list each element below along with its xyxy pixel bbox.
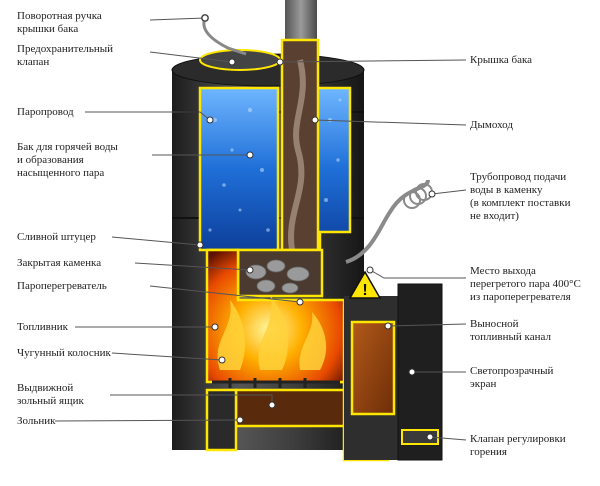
water-supply-pipe [345,179,430,264]
label-ash-pit-text: Зольник [17,415,56,427]
leader-dots-left [196,14,304,424]
label-firebox-text: Топливник [17,321,68,333]
label-ash-pit: Зольник [17,415,56,428]
grate [212,378,340,388]
label-chimney-text: Дымоход [470,119,513,131]
label-chimney: Дымоход [470,119,513,132]
label-grate: Чугунный колосник [17,347,111,360]
label-grate-text: Чугунный колосник [17,347,111,359]
label-drain: Сливной штуцер [17,231,96,244]
label-drain-text: Сливной штуцер [17,231,96,243]
combustion-damper [401,429,439,445]
ash-drawer [234,388,346,428]
smoke [288,59,306,251]
label-tank-lid-text: Крышка бака [470,54,533,66]
warning-symbol: ! [362,282,367,299]
warning-triangle-icon [348,270,382,299]
flames [217,295,327,370]
glass-screen [350,320,396,416]
label-closed-heater: Закрытая каменка [17,257,101,270]
label-steam-pipe: Паропровод [17,106,74,119]
label-superheater: Пароперегреватель [17,280,107,293]
leader-lines-right [279,59,467,441]
leader-dots-right [276,58,436,441]
label-superheater-text: Пароперегреватель [17,280,107,292]
label-tank-lid: Крышка бака [470,54,532,67]
lid-handle [202,17,247,56]
leader-lines-left [54,17,301,422]
label-steam-pipe-text: Паропровод [17,106,74,118]
label-firebox: Топливник [17,321,68,334]
water-tank-cutaway [198,86,352,252]
label-closed-heater-text: Закрытая каменка [17,257,102,269]
coil [403,183,433,209]
